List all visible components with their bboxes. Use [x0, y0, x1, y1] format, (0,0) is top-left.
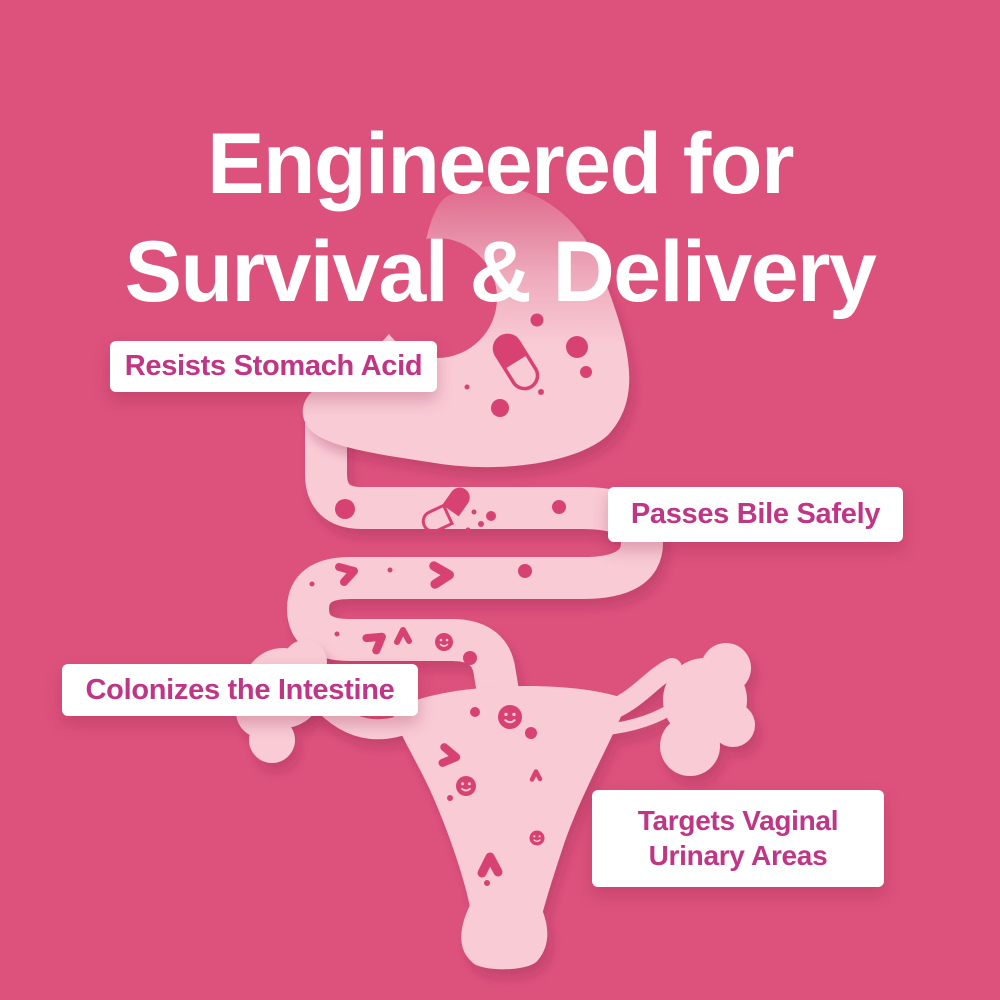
- bacteria-icon: [335, 563, 358, 586]
- probiotic-dot: [470, 707, 480, 717]
- probiotic-dot: [538, 389, 544, 395]
- probiotic-dot: [387, 567, 393, 573]
- open-capsule-icon: [421, 487, 496, 533]
- probiotic-dot: [518, 564, 532, 578]
- stomach-contents: [464, 313, 592, 417]
- page-title: Engineered for Survival & Delivery: [0, 110, 1000, 327]
- callout-text: Passes Bile Safely: [630, 498, 881, 530]
- callout-text-line-2: Urinary Areas: [648, 839, 828, 871]
- title-line-2: Survival & Delivery: [124, 223, 877, 320]
- uterus-shape: [236, 640, 755, 970]
- capsule-icon: [492, 333, 540, 391]
- smiley-bacteria-icon: [498, 705, 522, 729]
- callout-text: Colonizes the Intestine: [85, 673, 395, 706]
- stomach-notch: [377, 238, 497, 358]
- probiotic-dot: [334, 631, 340, 637]
- ovary-right: [660, 643, 755, 776]
- intestine-contents: [309, 487, 566, 665]
- title-line-1: Engineered for: [207, 115, 794, 212]
- probiotic-dot: [525, 727, 537, 739]
- bacteria-icon: [438, 743, 461, 767]
- uterus-contents: [438, 705, 545, 886]
- probiotic-dot: [309, 581, 315, 587]
- probiotic-dot: [580, 366, 592, 378]
- probiotic-dot: [552, 500, 566, 514]
- probiotic-dot: [464, 384, 470, 390]
- callout-resists-stomach-acid: Resists Stomach Acid: [110, 341, 437, 392]
- callout-targets-vaginal-urinary-areas: Targets Vaginal Urinary Areas: [592, 790, 884, 887]
- probiotic-dot: [447, 795, 453, 801]
- caret-bacteria-icon: [394, 627, 412, 645]
- bacteria-icon: [429, 561, 454, 589]
- probiotic-dot: [463, 651, 477, 665]
- caret-bacteria-icon: [477, 852, 503, 878]
- callout-text-line-1: Targets Vaginal: [637, 804, 839, 836]
- smiley-bacteria-icon: [456, 776, 476, 796]
- probiotic-dot: [530, 313, 544, 327]
- probiotic-dot: [491, 399, 509, 417]
- vaginal-canal-bulge: [461, 905, 548, 970]
- callout-text: Resists Stomach Acid: [124, 350, 423, 382]
- callout-passes-bile-safely: Passes Bile Safely: [608, 487, 903, 542]
- bacteria-icon: [362, 632, 386, 655]
- probiotic-dot: [335, 499, 355, 519]
- caret-bacteria-icon: [529, 769, 543, 782]
- callout-colonizes-the-intestine: Colonizes the Intestine: [62, 664, 418, 716]
- smiley-bacteria-icon: [529, 830, 545, 846]
- probiotic-dot: [566, 336, 588, 358]
- smiley-bacteria-icon: [435, 633, 453, 651]
- probiotic-dot: [484, 880, 490, 886]
